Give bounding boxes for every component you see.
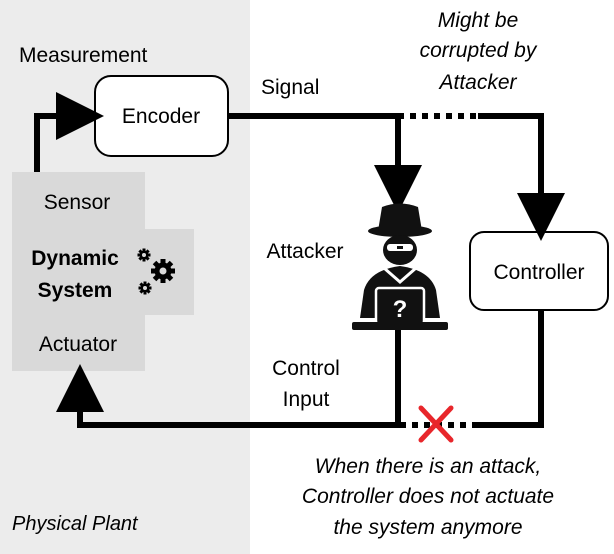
controller-label: Controller <box>493 261 584 284</box>
signal-to-controller <box>478 113 565 241</box>
dynamic-label: Dynamic <box>31 247 119 270</box>
measurement-label: Measurement <box>19 44 148 67</box>
actuator-block <box>12 315 145 371</box>
attacker-label: Attacker <box>266 240 343 263</box>
laptop-question-mark: ? <box>393 296 408 323</box>
encoder-label: Encoder <box>122 105 200 128</box>
physical-plant-label: Physical Plant <box>12 513 139 535</box>
hacker-icon: ? <box>352 203 448 330</box>
control-input-line-1: Control <box>272 357 340 380</box>
attack-note-line-2: Controller does not actuate <box>302 485 554 508</box>
sensor-label: Sensor <box>44 191 111 214</box>
controller-output-line <box>478 310 544 428</box>
might-be-line-3: Attacker <box>437 71 517 94</box>
gears-icon <box>137 248 175 295</box>
signal-label: Signal <box>261 76 319 99</box>
sensor-block <box>12 172 145 229</box>
attack-note-line-3: the system anymore <box>333 516 522 539</box>
might-be-line-2: corrupted by <box>420 39 538 62</box>
measurement-arrow <box>34 92 104 172</box>
red-x-icon <box>418 405 454 443</box>
actuator-label: Actuator <box>39 333 117 356</box>
might-be-line-1: Might be <box>438 9 519 32</box>
control-input-line-2: Input <box>283 388 330 411</box>
system-label: System <box>38 279 113 302</box>
control-input-arrow <box>56 364 402 428</box>
attack-note-line-1: When there is an attack, <box>315 455 541 478</box>
